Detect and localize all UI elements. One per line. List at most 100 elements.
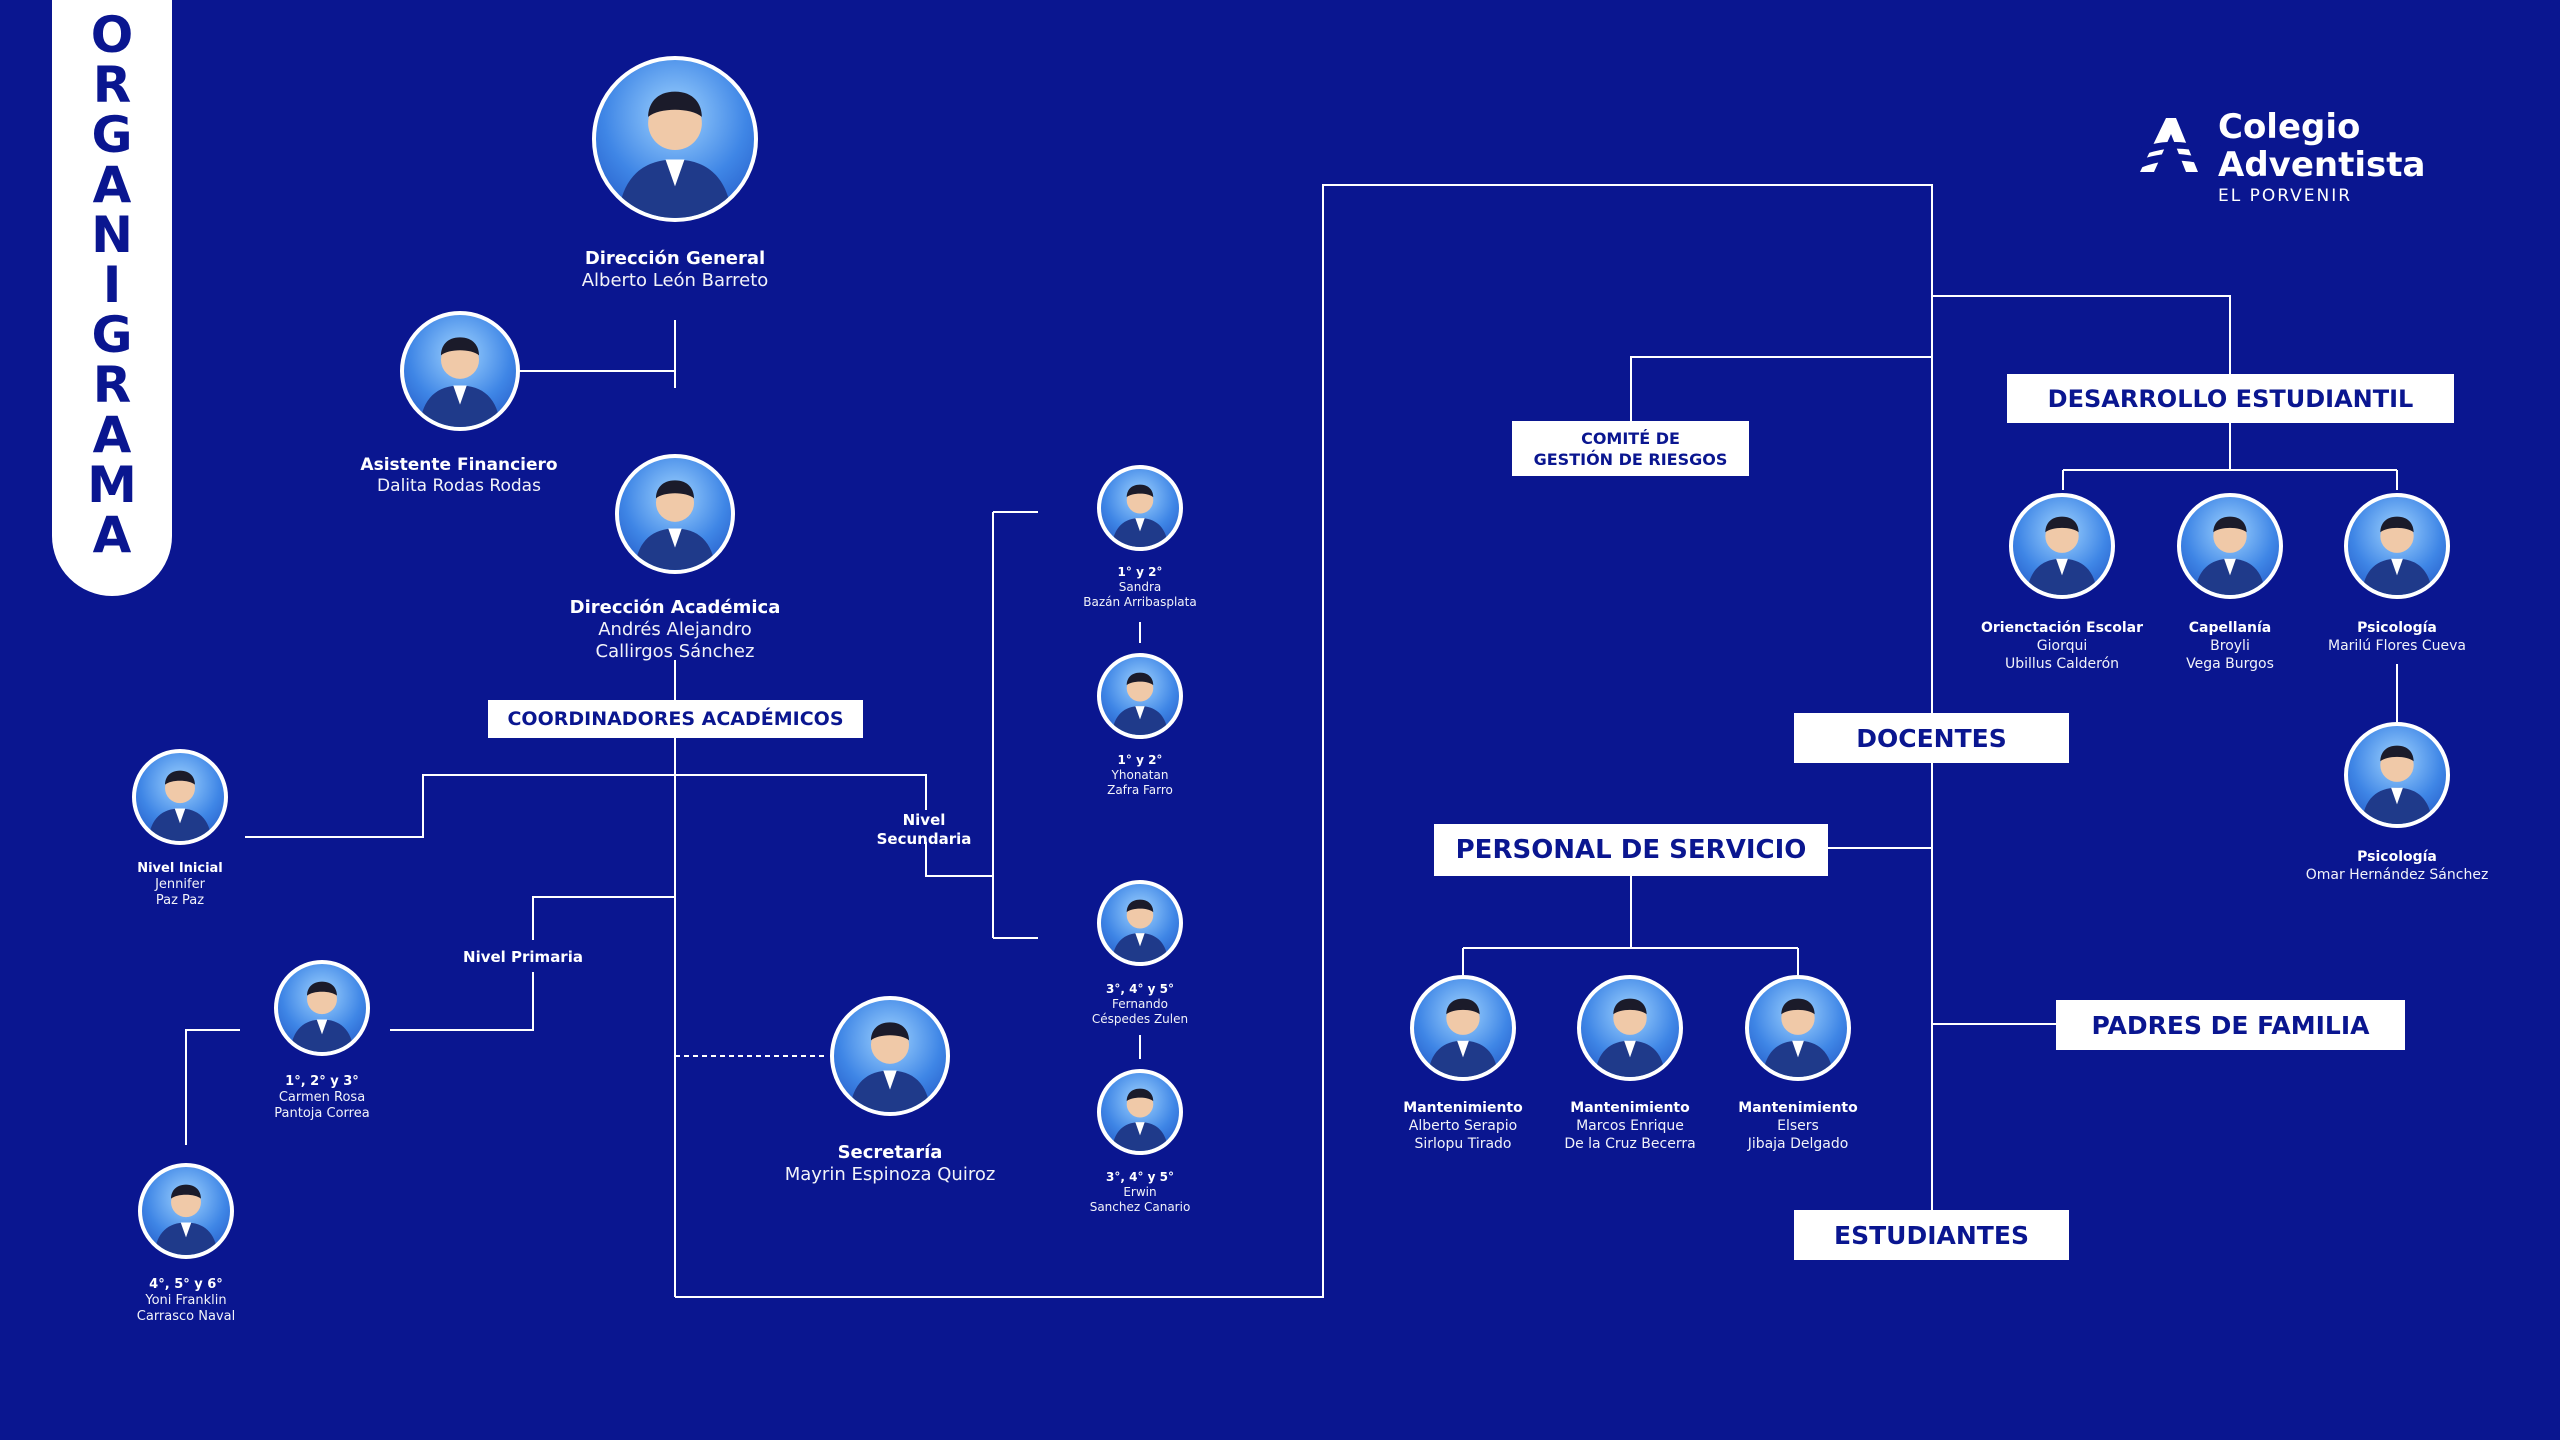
person-mantenimiento-3: Mantenimiento Elsers Jibaja Delgado (1738, 1099, 1857, 1153)
person-name: Céspedes Zulen (1091, 1012, 1189, 1026)
nivel-secundaria-line-2: Secundaria (876, 830, 972, 848)
person-photo-icon (154, 1184, 218, 1255)
person-psicologia-2: Psicología Omar Hernández Sánchez (2306, 848, 2489, 884)
person-photo-icon (2026, 516, 2098, 595)
avatar-capellania (2177, 493, 2283, 599)
avatar-direccion-general (592, 56, 758, 222)
person-orientacion: Orienctación Escolar Giorqui Ubillus Cal… (1981, 619, 2143, 673)
person-direccion-general: Dirección General Alberto León Barreto (582, 248, 769, 292)
person-photo-icon (419, 337, 501, 427)
title-letter: A (92, 406, 132, 464)
person-name: Broyli (2210, 638, 2250, 654)
person-photo-icon (2194, 516, 2266, 595)
comite-line-1: COMITÉ DE (1581, 428, 1680, 448)
person-psicologia-1: Psicología Marilú Flores Cueva (2328, 619, 2466, 655)
avatar-sec-12a (1097, 465, 1183, 551)
person-name: Dalita Rodas Rodas (377, 476, 541, 496)
person-name: Fernando (1112, 997, 1168, 1011)
avatar-mantenimiento-2 (1577, 975, 1683, 1081)
person-name: Carrasco Naval (136, 1309, 236, 1324)
person-photo-icon (290, 981, 354, 1052)
person-name: Alberto León Barreto (581, 270, 769, 291)
person-name: Giorqui (2036, 638, 2088, 654)
person-photo-icon (1111, 1088, 1169, 1151)
comite-box: COMITÉ DE GESTIÓN DE RIESGOS (1512, 421, 1749, 476)
logo-line-1: Colegio (2218, 107, 2361, 147)
person-name: Yoni Franklin (145, 1293, 227, 1308)
role-label: 1° y 2° (1117, 565, 1163, 579)
adventist-flame-icon (2136, 118, 2202, 172)
person-name: Jibaja Delgado (1747, 1136, 1849, 1152)
avatar-psicologia-2 (2344, 722, 2450, 828)
person-primaria-123: 1°, 2° y 3° Carmen Rosa Pantoja Correa (274, 1074, 369, 1122)
person-sec-12b: 1° y 2° Yhonatan Zafra Farro (1107, 753, 1173, 798)
role-label: 3°, 4° y 5° (1106, 982, 1174, 996)
person-photo-icon (849, 1022, 931, 1112)
person-name: Mayrin Espinoza Quiroz (784, 1164, 996, 1185)
title-letter: R (92, 356, 132, 414)
role-label: 3°, 4° y 5° (1106, 1170, 1174, 1184)
role-label: 1° y 2° (1117, 753, 1163, 767)
title-letter: N (91, 206, 133, 264)
avatar-sec-345a (1097, 880, 1183, 966)
personal-servicio-box: PERSONAL DE SERVICIO (1434, 824, 1828, 876)
person-capellania: Capellanía Broyli Vega Burgos (2186, 619, 2274, 673)
person-name: Paz Paz (155, 893, 205, 908)
avatar-psicologia-1 (2344, 493, 2450, 599)
avatar-mantenimiento-3 (1745, 975, 1851, 1081)
role-label: Asistente Financiero (360, 455, 558, 475)
organigrama-title-tab: O R G A N I G R A M A (52, 0, 172, 596)
nivel-primaria-label: Nivel Primaria (463, 948, 583, 966)
estudiantes-box: ESTUDIANTES (1794, 1210, 2069, 1260)
avatar-secretaria (830, 996, 950, 1116)
docentes-box: DOCENTES (1794, 713, 2069, 763)
school-logo: Colegio Adventista EL PORVENIR (2136, 108, 2425, 206)
avatar-primaria-123 (274, 960, 370, 1056)
person-mantenimiento-1: Mantenimiento Alberto Serapio Sirlopu Ti… (1403, 1099, 1522, 1153)
person-photo-icon (2361, 745, 2433, 824)
person-name: Vega Burgos (2186, 656, 2274, 672)
comite-line-2: GESTIÓN DE RIESGOS (1533, 449, 1728, 469)
title-letter: M (87, 456, 137, 514)
person-name: Sandra (1118, 580, 1162, 594)
avatar-mantenimiento-1 (1410, 975, 1516, 1081)
role-label: Dirección General (584, 248, 766, 269)
padres-familia-box: PADRES DE FAMILIA (2056, 1000, 2405, 1050)
role-label: Mantenimiento (1570, 1100, 1690, 1116)
title-letter: R (92, 56, 132, 114)
person-name: Marilú Flores Cueva (2328, 638, 2466, 654)
avatar-sec-12b (1097, 653, 1183, 739)
person-name: Sirlopu Tirado (1414, 1136, 1512, 1152)
role-label: 4°, 5° y 6° (149, 1277, 223, 1292)
role-label: Capellanía (2188, 620, 2272, 636)
person-direccion-academica: Dirección Académica Andrés Alejandro Cal… (570, 597, 781, 663)
person-photo-icon (1111, 484, 1169, 547)
person-name: Andrés Alejandro (598, 619, 752, 640)
person-nivel-inicial: Nivel Inicial Jennifer Paz Paz (137, 861, 223, 909)
person-primaria-456: 4°, 5° y 6° Yoni Franklin Carrasco Naval (137, 1277, 235, 1325)
person-name: Omar Hernández Sánchez (2305, 867, 2489, 883)
logo-line-2: Adventista (2218, 145, 2426, 185)
avatar-primaria-456 (138, 1163, 234, 1259)
person-secretaria: Secretaría Mayrin Espinoza Quiroz (785, 1142, 996, 1186)
desarrollo-estudiantil-box: DESARROLLO ESTUDIANTIL (2007, 374, 2454, 423)
title-letter: A (92, 156, 132, 214)
title-letter: A (92, 506, 132, 564)
logo-line-3: EL PORVENIR (2218, 186, 2353, 206)
role-label: Mantenimiento (1738, 1100, 1858, 1116)
title-letter: I (102, 256, 122, 314)
person-name: Erwin (1123, 1185, 1157, 1199)
person-photo-icon (2361, 516, 2433, 595)
person-name: Sanchez Canario (1089, 1200, 1191, 1214)
person-photo-icon (618, 91, 732, 218)
person-sec-345b: 3°, 4° y 5° Erwin Sanchez Canario (1090, 1170, 1191, 1215)
role-label: Orienctación Escolar (1980, 620, 2144, 636)
person-name: Jennifer (155, 877, 205, 892)
person-name: Elsers (1777, 1118, 1819, 1134)
person-name: Pantoja Correa (274, 1106, 370, 1121)
title-letter: O (90, 6, 134, 64)
coordinadores-box: COORDINADORES ACADÉMICOS (488, 700, 863, 738)
person-mantenimiento-2: Mantenimiento Marcos Enrique De la Cruz … (1564, 1099, 1695, 1153)
role-label: Secretaría (837, 1142, 943, 1163)
